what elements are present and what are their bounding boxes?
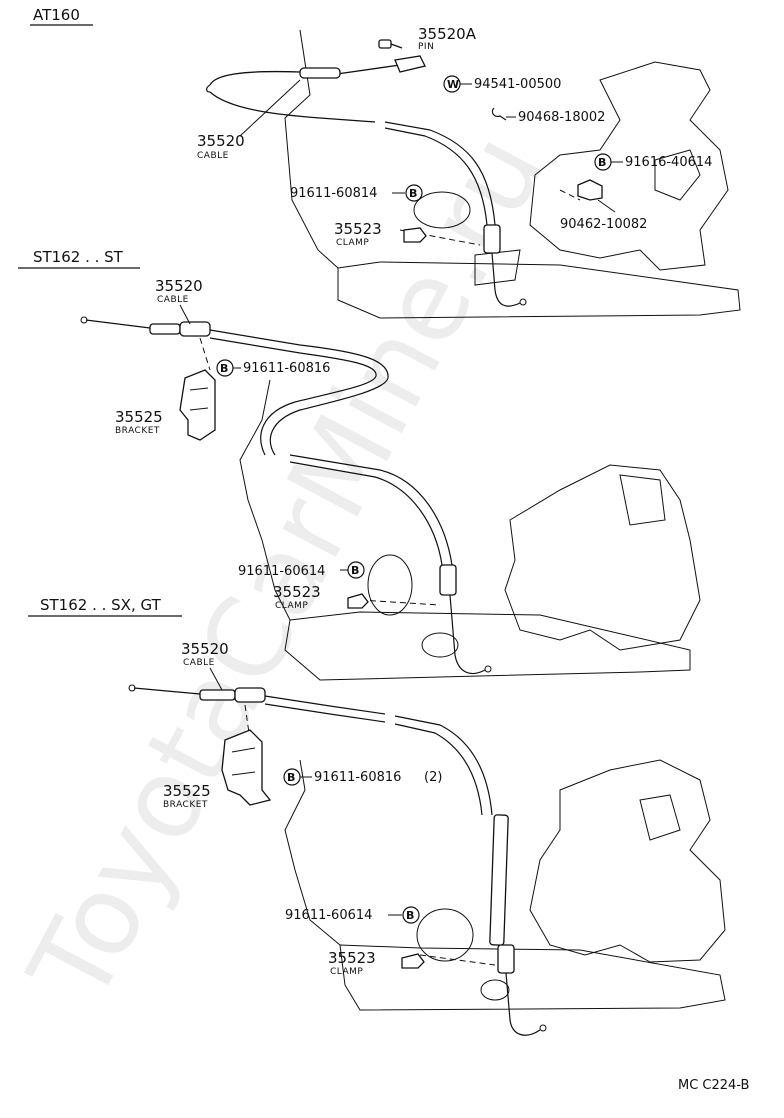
part-quantity-bolt-bracket: (2) [424, 770, 442, 785]
part-name-bracket: BRACKET [115, 426, 160, 436]
section-title-at160: AT160 [33, 6, 80, 24]
part-name-clamp: CLAMP [330, 967, 363, 977]
svg-text:B: B [406, 909, 414, 922]
leader-dashed [359, 599, 441, 606]
leader-line [239, 79, 301, 137]
part-number-cable: 35520 [181, 640, 229, 658]
part-number-cable: 35520 [155, 277, 203, 295]
part-number-washer: 94541-00500 [474, 77, 561, 92]
section-title-st162-sx: ST162 . . SX, GT [40, 596, 162, 614]
part-number-bracket: 35525 [163, 782, 211, 800]
svg-text:B: B [598, 156, 606, 169]
part-number-bolt-bracket: 91611-60816 [314, 770, 401, 785]
transmission-outline [239, 379, 701, 681]
part-number-clip: 90468-18002 [518, 110, 605, 125]
bolt-marker-top: B [594, 153, 612, 171]
leader-line [179, 304, 191, 325]
clamp-icon [401, 953, 425, 969]
svg-text:B: B [287, 771, 295, 784]
part-number-bolt-clamp: 91611-60614 [285, 908, 372, 923]
leader-line [209, 667, 223, 691]
transmission-outline [284, 29, 741, 319]
svg-text:B: B [351, 564, 359, 577]
part-name-cable: CABLE [157, 295, 189, 305]
part-number-bolt-top: 91616-40614 [625, 155, 712, 170]
bolt-marker-clamp: B [405, 184, 423, 202]
part-name-clamp: CLAMP [275, 601, 308, 611]
leader-dashed [419, 954, 496, 966]
leader-dashed [559, 189, 581, 201]
cable-at160 [206, 55, 527, 307]
part-number-bracket: 35525 [115, 408, 163, 426]
bolt-marker-bracket: B [283, 768, 301, 786]
leader-dashed [244, 704, 251, 741]
clamp-icon [403, 227, 427, 243]
diagram-code: MC C224-B [678, 1078, 749, 1093]
bracket-icon [179, 369, 216, 441]
clamp-icon [347, 593, 369, 609]
part-number-clamp: 35523 [273, 583, 321, 601]
part-number-clamp: 35523 [334, 220, 382, 238]
part-number-bolt-bracket: 91611-60816 [243, 361, 330, 376]
section-st162-sx-gt: ST162 . . SX, GT [28, 596, 726, 1036]
section-at160: AT160 3 [30, 6, 741, 319]
bolt-marker-clamp: B [347, 561, 365, 579]
pin-icon [378, 39, 403, 49]
transmission-outline [284, 759, 726, 1011]
cable-st162-sx [128, 684, 547, 1036]
part-number-bolt-clamp: 91611-60614 [238, 564, 325, 579]
section-st162-st: ST162 . . ST 35520 C [18, 248, 701, 681]
clip-icon [491, 107, 507, 121]
part-name-cable: CABLE [183, 658, 215, 668]
part-number-pin: 35520A [418, 25, 477, 43]
leader-line [597, 199, 616, 213]
part-number-cable: 35520 [197, 132, 245, 150]
clamp-bracket-icon [577, 179, 603, 201]
part-name-pin: PIN [418, 42, 434, 52]
washer-marker: W [443, 75, 461, 93]
section-title-st162-st: ST162 . . ST [33, 248, 124, 266]
bolt-marker-bracket: B [216, 359, 234, 377]
part-name-bracket: BRACKET [163, 800, 208, 810]
part-name-clamp: CLAMP [336, 238, 369, 248]
bolt-marker-clamp: B [402, 906, 420, 924]
svg-text:W: W [447, 78, 459, 91]
svg-text:B: B [409, 187, 417, 200]
part-name-cable: CABLE [197, 151, 229, 161]
part-number-clamp-bolt: 90462-10082 [560, 217, 647, 232]
leader-dashed [199, 337, 211, 371]
cable-st162-st [80, 316, 492, 675]
svg-text:B: B [220, 362, 228, 375]
bracket-icon [221, 729, 272, 806]
part-number-bolt-clamp: 91611-60814 [290, 186, 377, 201]
part-number-clamp: 35523 [328, 949, 376, 967]
